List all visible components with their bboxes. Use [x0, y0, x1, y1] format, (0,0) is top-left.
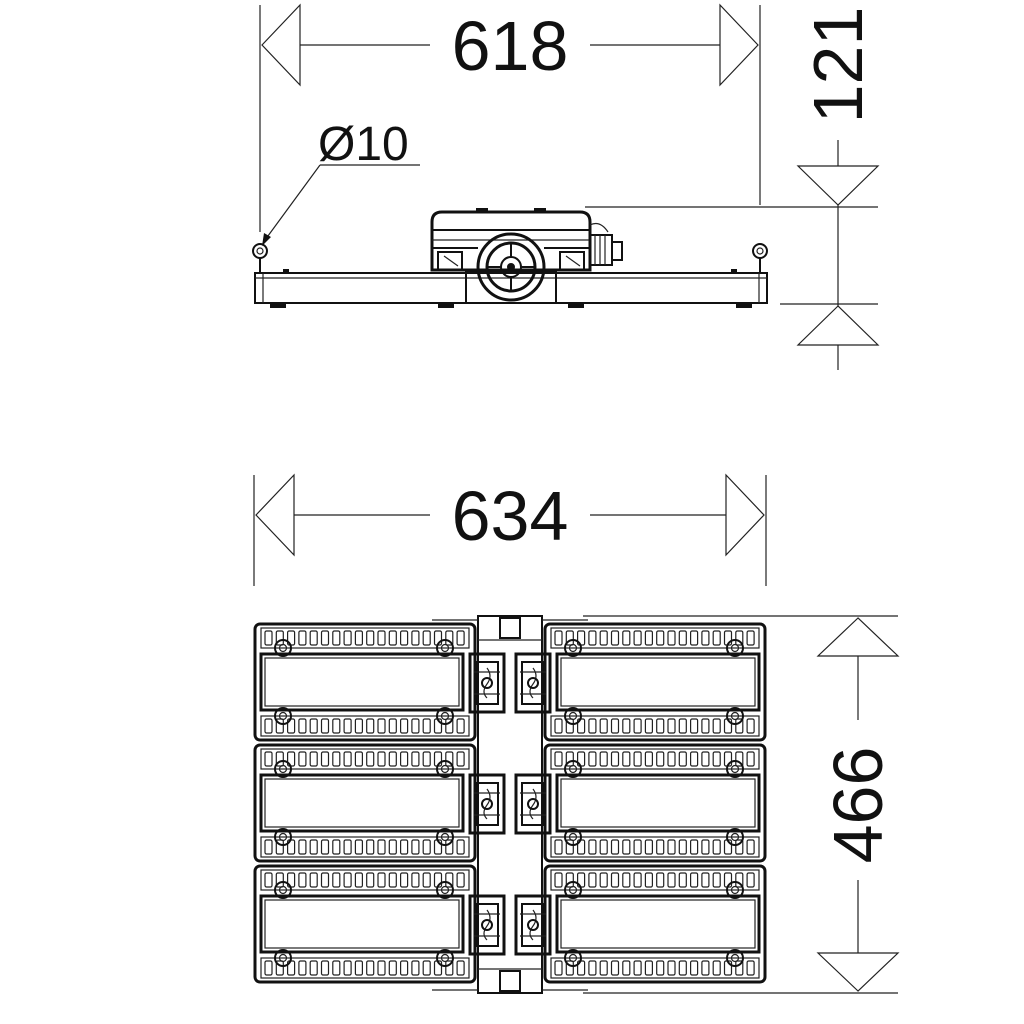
- screw-icon: [436, 828, 454, 846]
- led-module-4: [543, 743, 767, 863]
- screw-icon: [274, 707, 292, 725]
- hinge-bracket: [468, 652, 506, 714]
- eyebolt-left: [252, 243, 268, 259]
- dimension-618: 618: [259, 3, 761, 232]
- dimension-121-label: 121: [799, 7, 877, 124]
- screw-icon: [726, 881, 744, 899]
- dimension-466: 466: [583, 615, 900, 994]
- led-module-1: [253, 622, 477, 742]
- led-module-2: [543, 622, 767, 742]
- screw-icon: [564, 949, 582, 967]
- screw-icon: [274, 760, 292, 778]
- top-view: 634 466: [253, 473, 900, 994]
- screw-icon: [436, 949, 454, 967]
- dimension-634: 634: [253, 473, 767, 586]
- screw-icon: [274, 828, 292, 846]
- hinge-bracket: [468, 894, 506, 956]
- screw-icon: [436, 881, 454, 899]
- arrow-up-icon: [816, 617, 900, 657]
- tilt-knob: [476, 232, 546, 302]
- screw-icon: [564, 639, 582, 657]
- hinge-bracket: [514, 652, 552, 714]
- dimension-121: 121: [585, 7, 880, 370]
- arrow-right-icon: [725, 473, 765, 557]
- screw-icon: [726, 707, 744, 725]
- screw-icon: [274, 949, 292, 967]
- screw-icon: [564, 881, 582, 899]
- screw-icon: [726, 828, 744, 846]
- dimension-466-label: 466: [819, 747, 897, 864]
- arrow-left-icon: [261, 3, 301, 87]
- arrow-down-icon: [796, 165, 880, 206]
- arrow-left-icon: [255, 473, 295, 557]
- hole-diameter-label: Ø10: [318, 118, 409, 171]
- side-view: 618 121 Ø10: [252, 3, 880, 370]
- hinge-brackets: [468, 652, 552, 956]
- arrow-up-icon: [796, 305, 880, 346]
- arrow-down-icon: [816, 952, 900, 992]
- hole-callout: Ø10: [262, 118, 420, 246]
- center-spine: [432, 615, 588, 994]
- hinge-bracket: [514, 773, 552, 835]
- screw-icon: [564, 707, 582, 725]
- hinge-bracket: [514, 894, 552, 956]
- screw-icon: [436, 639, 454, 657]
- screw-icon: [726, 760, 744, 778]
- arrow-right-icon: [719, 3, 759, 87]
- screw-icon: [274, 639, 292, 657]
- screw-icon: [436, 760, 454, 778]
- led-module-5: [253, 864, 477, 984]
- led-modules: [253, 622, 767, 984]
- led-module-3: [253, 743, 477, 863]
- dimension-618-label: 618: [452, 7, 569, 85]
- screw-icon: [274, 881, 292, 899]
- screw-icon: [726, 949, 744, 967]
- dimension-634-label: 634: [452, 477, 569, 555]
- driver-housing: [430, 208, 623, 304]
- cable-gland: [589, 234, 613, 266]
- screw-icon: [436, 707, 454, 725]
- eyebolt-right: [752, 243, 768, 259]
- screw-icon: [564, 760, 582, 778]
- screw-icon: [726, 639, 744, 657]
- hinge-bracket: [468, 773, 506, 835]
- led-module-6: [543, 864, 767, 984]
- screw-icon: [564, 828, 582, 846]
